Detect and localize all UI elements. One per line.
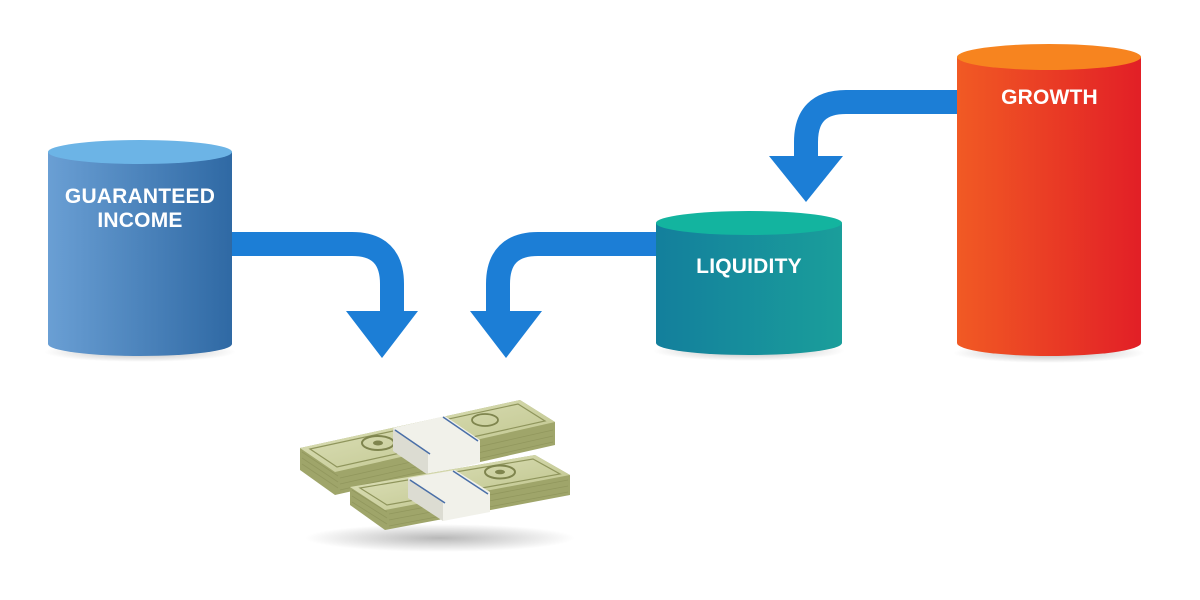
arrow-liquidity-to-cash	[470, 232, 658, 358]
guaranteed-income-label: GUARANTEED INCOME	[48, 185, 232, 233]
arrow-growth-to-liquidity	[769, 90, 958, 202]
growth-label: GROWTH	[1001, 86, 1098, 109]
guaranteed-income-cylinder	[44, 140, 236, 362]
liquidity-cylinder	[653, 211, 845, 361]
cash-stack-front	[350, 455, 570, 530]
money-stack-icon	[300, 400, 575, 552]
guaranteed-income-label-line1: GUARANTEED	[64, 185, 216, 208]
arrow-guaranteed-to-cash	[232, 232, 418, 358]
cash-stack-back	[300, 400, 555, 495]
guaranteed-income-label-line2: INCOME	[97, 209, 183, 232]
liquidity-label: LIQUIDITY	[696, 255, 802, 278]
growth-cylinder	[953, 44, 1145, 363]
